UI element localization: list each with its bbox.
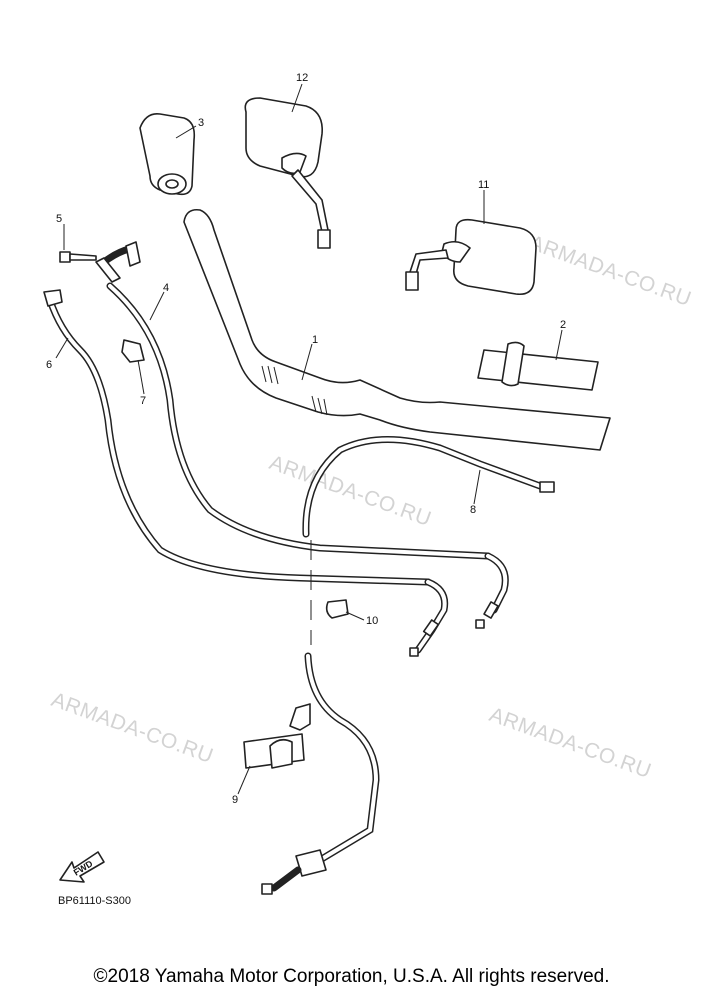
callout-8: 8 [470,504,476,516]
part-12-mirror-left [244,97,331,249]
callout-6: 6 [46,359,52,371]
part-7-clamp [121,339,145,363]
copyright-notice: ©2018 Yamaha Motor Corporation, U.S.A. A… [93,966,610,987]
callout-10: 10 [366,615,378,627]
part-11-mirror-right [405,218,537,296]
part-1-handlebar [183,208,611,451]
part-10-cable-clip [325,599,349,619]
watermark-center: ARMADA-CO.RU [266,451,434,531]
part-3-left-grip [139,112,196,196]
callout-2: 2 [560,319,566,331]
watermark-top-right: ARMADA-CO.RU [526,231,694,311]
watermark-bottom-left: ARMADA-CO.RU [48,688,216,768]
callout-4: 4 [163,282,169,294]
callout-9: 9 [232,794,238,806]
fwd-arrow-icon: FWD [59,851,105,883]
part-4-part-6-throttle-cables [43,241,509,657]
part-9-cable-holder [243,703,311,769]
callout-12: 12 [296,72,308,84]
watermark-bottom-right: ARMADA-CO.RU [486,703,654,783]
part-5-bolt [59,251,97,263]
callout-7: 7 [140,395,146,407]
part-2-right-grip [477,341,599,391]
reference-code: BP61110-S300 [58,895,131,907]
callout-5: 5 [56,213,62,225]
callout-11: 11 [478,179,489,191]
callout-1: 1 [312,334,318,346]
callout-3: 3 [198,117,204,129]
callout-numbers: 1 2 3 4 5 6 7 8 9 10 11 12 [46,72,566,806]
watermarks: ARMADA-CO.RU ARMADA-CO.RU ARMADA-CO.RU A… [48,231,694,783]
leader-lines [55,83,563,795]
part-8-clutch-cable [261,435,555,895]
